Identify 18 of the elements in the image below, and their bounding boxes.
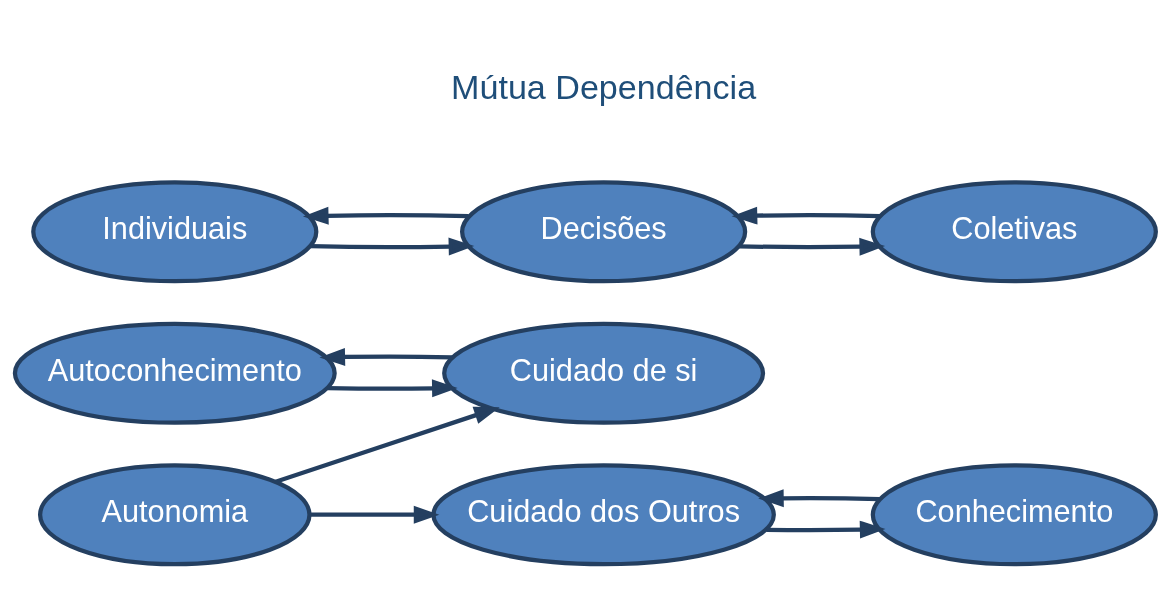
arrow xyxy=(758,489,880,508)
node-ellipse: Autonomia xyxy=(38,463,312,567)
arrow xyxy=(739,237,886,256)
arrow xyxy=(310,237,475,256)
arrow xyxy=(319,348,453,366)
node-ellipse: Individuais xyxy=(31,180,319,284)
node-ellipse: Autoconhecimento xyxy=(12,321,337,425)
arrow xyxy=(302,206,469,225)
arrow xyxy=(327,379,458,398)
node-ellipse: Decisões xyxy=(460,180,748,284)
arrow xyxy=(309,505,440,524)
node-ellipse: Cuidado dos Outros xyxy=(431,463,776,567)
label: Mútua Dependência xyxy=(451,67,757,106)
arrow xyxy=(275,406,500,484)
arrow xyxy=(766,520,886,539)
node-ellipse: Coletivas xyxy=(870,180,1158,284)
arrow xyxy=(731,206,881,225)
node-ellipse: Conhecimento xyxy=(870,463,1158,567)
